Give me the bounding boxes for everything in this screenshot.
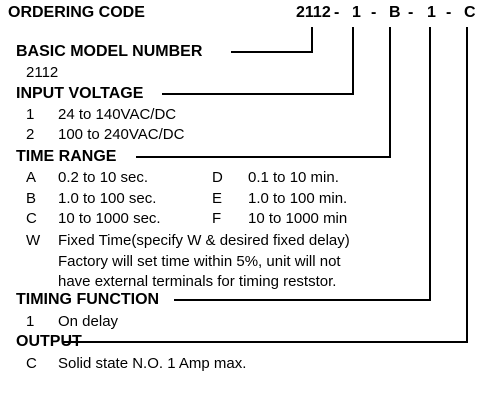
timing-function-heading: TIMING FUNCTION [16, 291, 160, 308]
time-range-text: 10 to 1000 min [248, 210, 348, 227]
time-range-code: A [26, 169, 37, 186]
code-separator: - [371, 4, 377, 21]
input-voltage-code: 2 [26, 126, 35, 143]
output-heading: OUTPUT [16, 333, 82, 350]
time-range-code: E [212, 190, 223, 207]
time-range-code: F [212, 210, 222, 227]
code-part-time-range: B [389, 4, 401, 21]
fixed-time-line: have external terminals for timing rests… [58, 273, 337, 290]
code-part-model: 2112 [296, 4, 331, 21]
code-part-voltage: 1 [352, 4, 361, 21]
code-separator: - [446, 4, 452, 21]
input-voltage-code: 1 [26, 106, 35, 123]
time-range-text: 0.2 to 10 sec. [58, 169, 149, 186]
fixed-time-code: W [26, 232, 41, 249]
code-part-output: C [464, 4, 476, 21]
code-separator: - [334, 4, 340, 21]
time-range-text: 0.1 to 10 min. [248, 169, 339, 186]
code-part-function: 1 [427, 4, 436, 21]
leader-line-output [63, 27, 468, 343]
time-range-text: 1.0 to 100 min. [248, 190, 348, 207]
output-text: Solid state N.O. 1 Amp max. [58, 355, 247, 372]
leader-line-model [231, 27, 313, 53]
timing-function-text: On delay [58, 313, 119, 330]
fixed-time-line: Fixed Time(specify W & desired fixed del… [58, 232, 350, 249]
input-voltage-text: 24 to 140VAC/DC [58, 106, 177, 123]
leader-line-voltage [162, 27, 354, 95]
input-voltage-text: 100 to 240VAC/DC [58, 126, 185, 143]
time-range-text: 1.0 to 100 sec. [58, 190, 157, 207]
time-range-code: C [26, 210, 37, 227]
time-range-heading: TIME RANGE [16, 148, 117, 165]
input-voltage-heading: INPUT VOLTAGE [16, 85, 144, 102]
ordering-code-title: ORDERING CODE [8, 4, 145, 21]
fixed-time-line: Factory will set time within 5%, unit wi… [58, 253, 341, 270]
time-range-text: 10 to 1000 sec. [58, 210, 161, 227]
leader-line-function [174, 27, 431, 301]
time-range-code: D [212, 169, 223, 186]
basic-model-value: 2112 [26, 64, 59, 81]
time-range-code: B [26, 190, 37, 207]
output-code: C [26, 355, 37, 372]
basic-model-heading: BASIC MODEL NUMBER [16, 43, 203, 60]
code-separator: - [408, 4, 414, 21]
timing-function-code: 1 [26, 313, 35, 330]
leader-line-time-range [136, 27, 391, 158]
